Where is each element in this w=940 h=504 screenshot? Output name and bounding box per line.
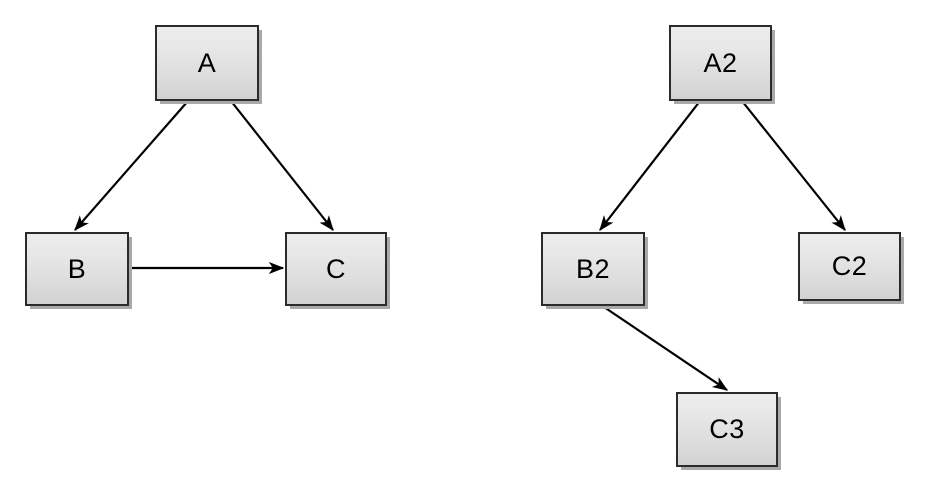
node-label-c3: C3 [709, 414, 745, 444]
node-b[interactable]: B [25, 232, 129, 306]
node-a[interactable]: A [155, 25, 259, 101]
node-label-c2: C2 [831, 251, 868, 281]
node-c3[interactable]: C3 [676, 392, 778, 467]
edge-a2-to-c2 [741, 100, 846, 231]
node-label-b: B [67, 253, 87, 284]
node-c[interactable]: C [285, 232, 387, 306]
edge-a-to-b [74, 100, 189, 231]
node-a2[interactable]: A2 [669, 25, 772, 101]
node-label-b2: B2 [575, 253, 611, 284]
node-label-a2: A2 [703, 47, 738, 78]
node-label-c: C [326, 253, 346, 284]
edge-a-to-c [230, 100, 334, 231]
edge-b2-to-c3 [603, 306, 729, 391]
edge-a2-to-b2 [599, 100, 701, 231]
node-b2[interactable]: B2 [541, 232, 645, 306]
node-label-a: A [197, 47, 217, 78]
node-c2[interactable]: C2 [798, 232, 901, 301]
